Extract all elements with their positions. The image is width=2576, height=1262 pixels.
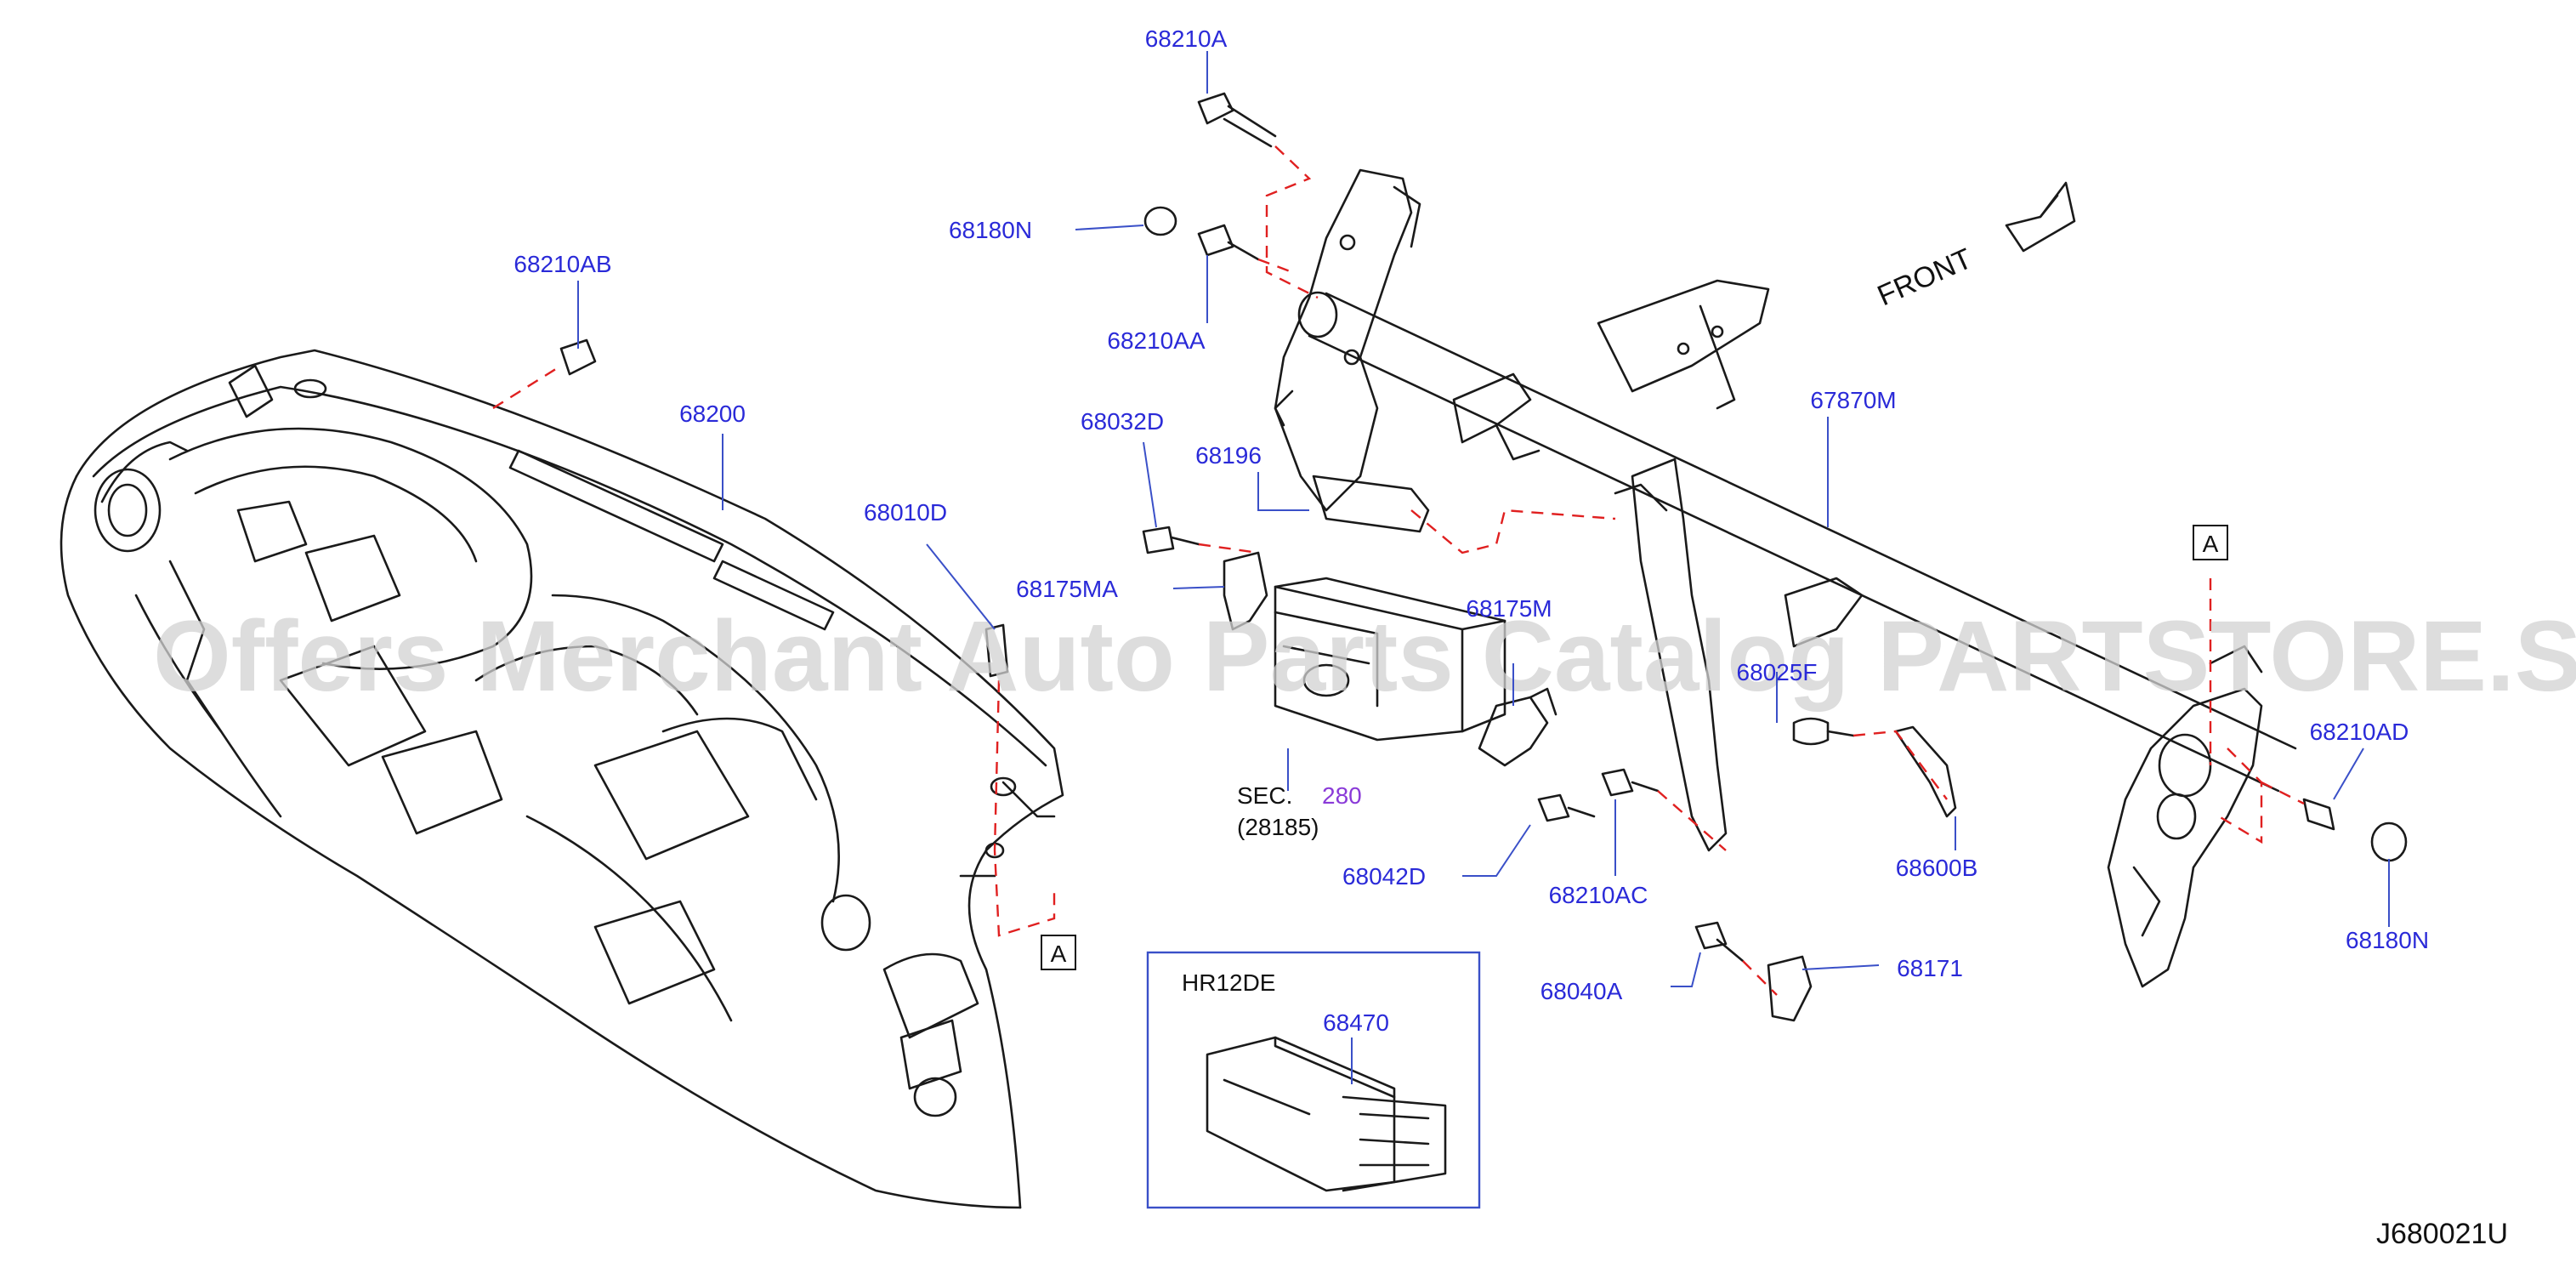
- label-68210AA[interactable]: 68210AA: [1107, 327, 1206, 354]
- inset-frame: [1146, 951, 1481, 1209]
- dashed-guide-lines: [492, 145, 2305, 996]
- section-reference: SEC. 280 (28185): [1237, 782, 1362, 840]
- label-68171[interactable]: 68171: [1897, 955, 1963, 981]
- label-68175M[interactable]: 68175M: [1466, 595, 1552, 622]
- label-68180N-top[interactable]: 68180N: [949, 217, 1032, 243]
- label-68470[interactable]: 68470: [1323, 1009, 1389, 1036]
- leader-lines: [577, 51, 2390, 1084]
- label-68600B[interactable]: 68600B: [1896, 855, 1978, 881]
- label-68175MA[interactable]: 68175MA: [1016, 576, 1118, 602]
- instrument-panel-drawing: [60, 349, 1064, 1209]
- label-68040A[interactable]: 68040A: [1540, 978, 1623, 1004]
- label-68010D[interactable]: 68010D: [864, 499, 947, 526]
- label-68196[interactable]: 68196: [1195, 442, 1262, 469]
- label-68210AB[interactable]: 68210AB: [513, 251, 611, 277]
- diagram-code: J680021U: [2376, 1218, 2508, 1250]
- label-68042D[interactable]: 68042D: [1342, 863, 1426, 890]
- sec-number-link[interactable]: 280: [1322, 782, 1362, 809]
- label-68210AC[interactable]: 68210AC: [1549, 882, 1648, 908]
- sec-sub: (28185): [1237, 814, 1319, 840]
- hr12de-inset: [1146, 951, 1481, 1209]
- label-68200[interactable]: 68200: [679, 401, 746, 427]
- sec-prefix: SEC.: [1237, 782, 1292, 809]
- steering-member-drawing: [1274, 168, 2297, 988]
- label-68032D[interactable]: 68032D: [1081, 408, 1164, 435]
- part-labels: 68210A 68180N 68210AA 68210AB 68200 6803…: [513, 26, 2429, 1036]
- ref-box-a-left: A: [1041, 935, 1076, 970]
- front-label: FRONT: [1873, 242, 1977, 312]
- engine-variant-label: HR12DE: [1182, 969, 1275, 996]
- label-67870M[interactable]: 67870M: [1810, 387, 1896, 413]
- label-68025F[interactable]: 68025F: [1737, 659, 1818, 685]
- label-68210AD[interactable]: 68210AD: [2310, 719, 2409, 745]
- ref-box-a-right: A: [2193, 525, 2228, 560]
- ref-a-left-text: A: [1051, 941, 1067, 967]
- label-68180N-right[interactable]: 68180N: [2346, 927, 2429, 953]
- watermark: Offers Merchant Auto Parts Catalog PARTS…: [153, 600, 2576, 713]
- audio-unit-drawing: [1223, 551, 1558, 767]
- ref-a-right-text: A: [2203, 531, 2219, 557]
- front-arrow: [2005, 181, 2076, 253]
- label-68210A[interactable]: 68210A: [1145, 26, 1228, 52]
